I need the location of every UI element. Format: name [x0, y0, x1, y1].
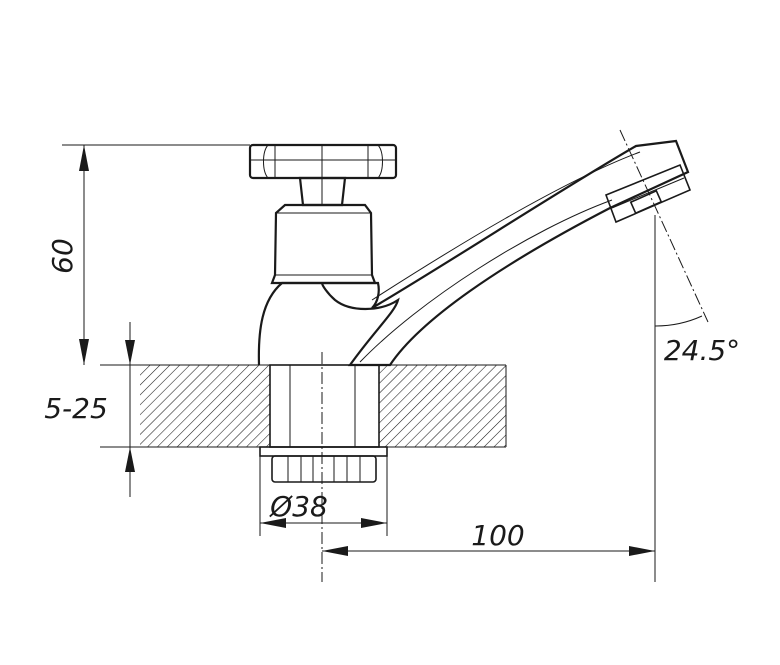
height-dimension-label: 60 [46, 238, 79, 274]
center-lines [321, 129, 709, 582]
bonnet [270, 176, 377, 285]
thickness-dimension-label: 5-25 [44, 392, 108, 425]
diameter-dimension: Ø38 [259, 456, 388, 536]
countertop-section [100, 364, 507, 448]
height-dimension: 60 [46, 144, 250, 365]
lock-nut [259, 446, 388, 483]
cross-handle [248, 143, 398, 180]
threaded-shank [269, 364, 380, 448]
thickness-dimension: 5-25 [44, 322, 135, 497]
reach-dimension: 100 [322, 215, 656, 582]
angle-dimension: 24.5° [654, 315, 740, 367]
reach-dimension-label: 100 [471, 519, 524, 552]
diameter-dimension-label: Ø38 [269, 490, 328, 523]
faucet-body [257, 139, 692, 367]
angle-dimension-label: 24.5° [664, 334, 740, 367]
